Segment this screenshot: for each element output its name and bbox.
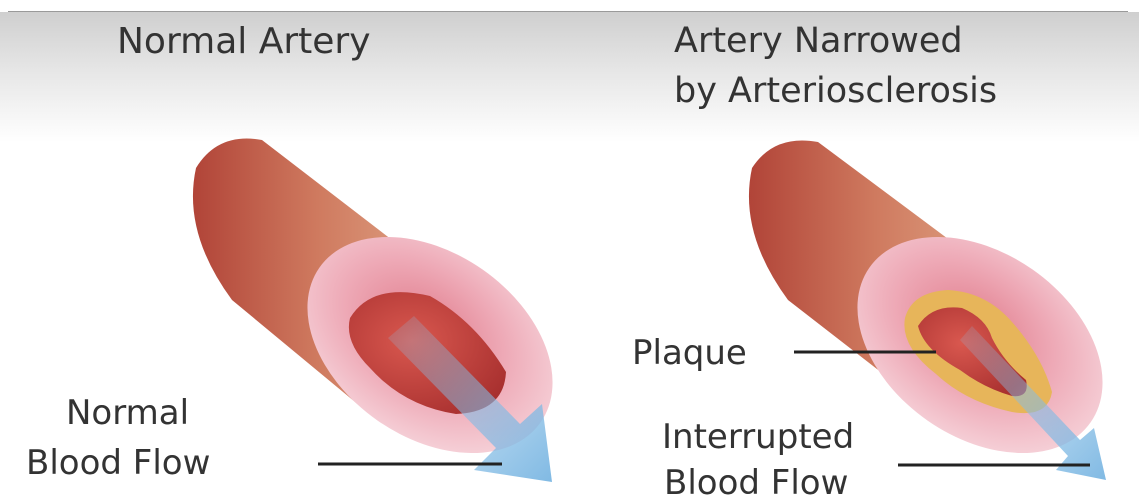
- normal-artery-title: Normal Artery: [117, 24, 371, 60]
- interrupted-flow-label-line2: Blood Flow: [664, 466, 848, 500]
- narrowed-artery-title-line1: Artery Narrowed: [674, 24, 963, 59]
- normal-flow-label-line1: Normal: [66, 396, 189, 430]
- plaque-label: Plaque: [632, 336, 747, 370]
- interrupted-flow-label-line1: Interrupted: [662, 420, 854, 454]
- narrowed-artery-title-line2: by Arteriosclerosis: [674, 74, 997, 109]
- normal-artery: [193, 139, 593, 498]
- normal-flow-label-line2: Blood Flow: [26, 446, 210, 480]
